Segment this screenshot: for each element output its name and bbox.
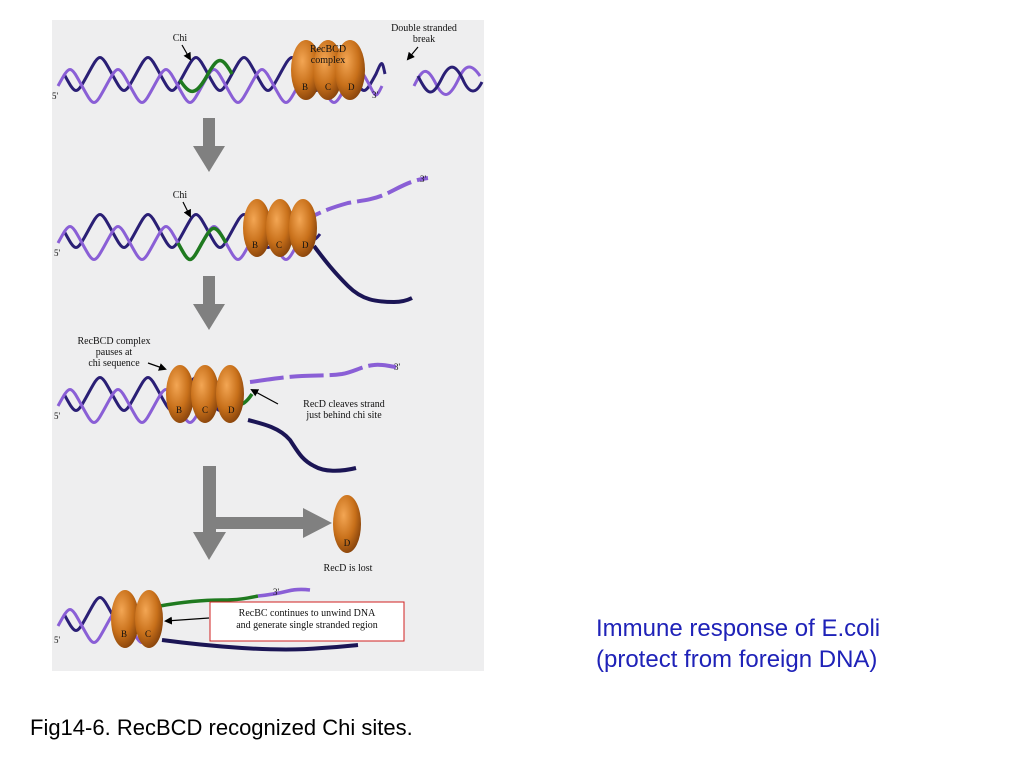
unwind-label-line2: and generate single stranded region [236,620,378,631]
complex-label-line2: complex [311,55,345,66]
single-strand-chi-green [159,594,259,608]
subunit-c-label: C [325,82,331,92]
three-prime-label: 3' [372,90,379,100]
recbcd-diagram: B C D RecBCD complex Chi Double stranded… [52,23,484,652]
subunit-b-label: B [252,240,258,250]
step-arrow-1 [193,118,225,172]
broken-dna-end [412,65,482,96]
five-prime-label: 5' [54,248,61,258]
broken-dna-end-dark [416,65,484,94]
pause-label-line1: RecBCD complex [77,336,150,347]
pause-pointer-arrow [147,362,167,371]
unwind-pointer-arrow [164,616,210,625]
chi-pointer-arrow [182,201,191,218]
unwound-strand-dark [161,638,359,652]
recc-subunit [191,365,219,423]
break-label-line1: Double stranded [391,23,457,34]
panel-3: B C D RecBCD complex pauses at chi seque… [54,336,401,473]
recb-subunit [291,40,321,100]
subunit-b-label: B [176,405,182,415]
lost-recd-subunit [333,495,361,553]
cleave-pointer-arrow [250,389,279,405]
unwind-label-line1: RecBC continues to unwind DNA [239,608,376,619]
figure-caption: Fig14-6. RecBCD recognized Chi sites. [30,715,413,740]
unwound-strand-dark [312,244,413,305]
cleaved-strand-light [249,362,397,384]
recd-subunit [289,199,317,257]
unwind-callout-box [209,601,405,642]
single-strand-light [257,587,311,598]
step-arrow-branch [215,508,332,538]
step-arrow-down [193,466,226,560]
panel-2: B C D Chi 5' 3' [54,174,429,305]
helix-strand-light [56,608,156,644]
chi-site [178,58,234,93]
subunit-d-label: D [348,82,355,92]
recb-subunit [243,199,271,257]
pause-label-line3: chi sequence [88,358,140,369]
panel-5: B C RecBC continues to unwind DNA and ge… [54,587,405,652]
unwound-strand-dark [247,418,357,473]
recc-subunit [313,40,343,100]
recd-lost-label: RecD is lost [324,563,373,574]
lost-subunit-label: D [344,538,351,548]
three-prime-label: 3' [273,587,280,597]
recd-subunit [335,40,365,100]
five-prime-label: 5' [52,91,59,101]
break-pointer-arrow [406,46,419,61]
step-arrow-2 [193,276,225,330]
chi-site [176,226,228,262]
three-prime-label: 3' [420,174,427,184]
unwound-strand-light [296,176,429,227]
five-prime-label: 5' [54,635,61,645]
recd-subunit [216,365,244,423]
subunit-d-label: D [228,405,235,415]
subunit-c-label: C [276,240,282,250]
recc-subunit [266,199,294,257]
chi-label: Chi [173,33,188,44]
three-prime-label: 3' [394,362,401,372]
helix-strand-light [56,68,384,104]
recb-subunit [166,365,194,423]
panel-4: D RecD is lost [193,466,373,574]
recc-subunit [135,590,163,648]
cleave-label-line1: RecD cleaves strand [303,399,385,410]
break-label-line2: break [413,34,435,45]
subunit-c-label: C [145,629,151,639]
immune-response-note-line2: (protect from foreign DNA) [596,646,878,673]
complex-label-line1: RecBCD [310,44,346,55]
subunit-c-label: C [202,405,208,415]
recb-subunit [111,590,139,648]
subunit-b-label: B [121,629,127,639]
chi-pointer-arrow [181,44,191,61]
subunit-b-label: B [302,82,308,92]
immune-response-note-line1: Immune response of E.coli [596,615,881,642]
subunit-d-label: D [302,240,309,250]
pause-label-line2: pauses at [96,347,133,358]
cleave-label-line2: just behind chi site [305,410,382,421]
recbcd-figure: B C D RecBCD complex Chi Double stranded… [52,20,484,671]
chi-label: Chi [173,190,188,201]
five-prime-label: 5' [54,411,61,421]
panel-1: B C D RecBCD complex Chi Double stranded… [52,23,484,104]
